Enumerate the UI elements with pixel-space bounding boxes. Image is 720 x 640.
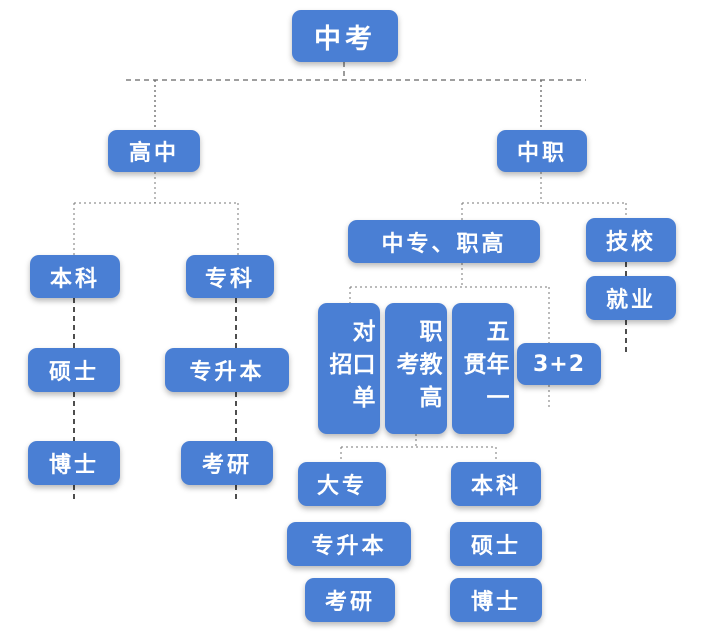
node-zz-benke: 本科 xyxy=(451,462,541,506)
node-zhongzhi: 中职 xyxy=(497,130,587,172)
node-wunian-yiguan: 五年一贯 xyxy=(452,303,514,434)
node-shuoshi: 硕士 xyxy=(28,348,120,392)
node-kaoyan: 考研 xyxy=(181,441,273,485)
node-jixiao: 技校 xyxy=(586,218,676,262)
node-jiuye: 就业 xyxy=(586,276,676,320)
node-zhongkao: 中考 xyxy=(292,10,398,62)
node-3plus2: 3+2 xyxy=(517,343,601,385)
node-zhongzhuan-zhigao: 中专、职高 xyxy=(348,220,540,263)
node-zz-shuoshi: 硕士 xyxy=(450,522,542,566)
node-dazhuan-kaoyan: 考研 xyxy=(305,578,395,622)
node-boshi: 博士 xyxy=(28,441,120,485)
node-zhuanshengben: 专升本 xyxy=(165,348,289,392)
node-dazhuan-zhuanshengben: 专升本 xyxy=(287,522,411,566)
node-dazhuan: 大专 xyxy=(298,462,386,506)
node-zhijiao-gaokao: 职教高考 xyxy=(385,303,447,434)
node-zz-boshi: 博士 xyxy=(450,578,542,622)
node-gaozhong: 高中 xyxy=(108,130,200,172)
node-benke: 本科 xyxy=(30,255,120,298)
node-duikou-danzhao: 对口单招 xyxy=(318,303,380,434)
node-zhuanke: 专科 xyxy=(186,255,274,298)
